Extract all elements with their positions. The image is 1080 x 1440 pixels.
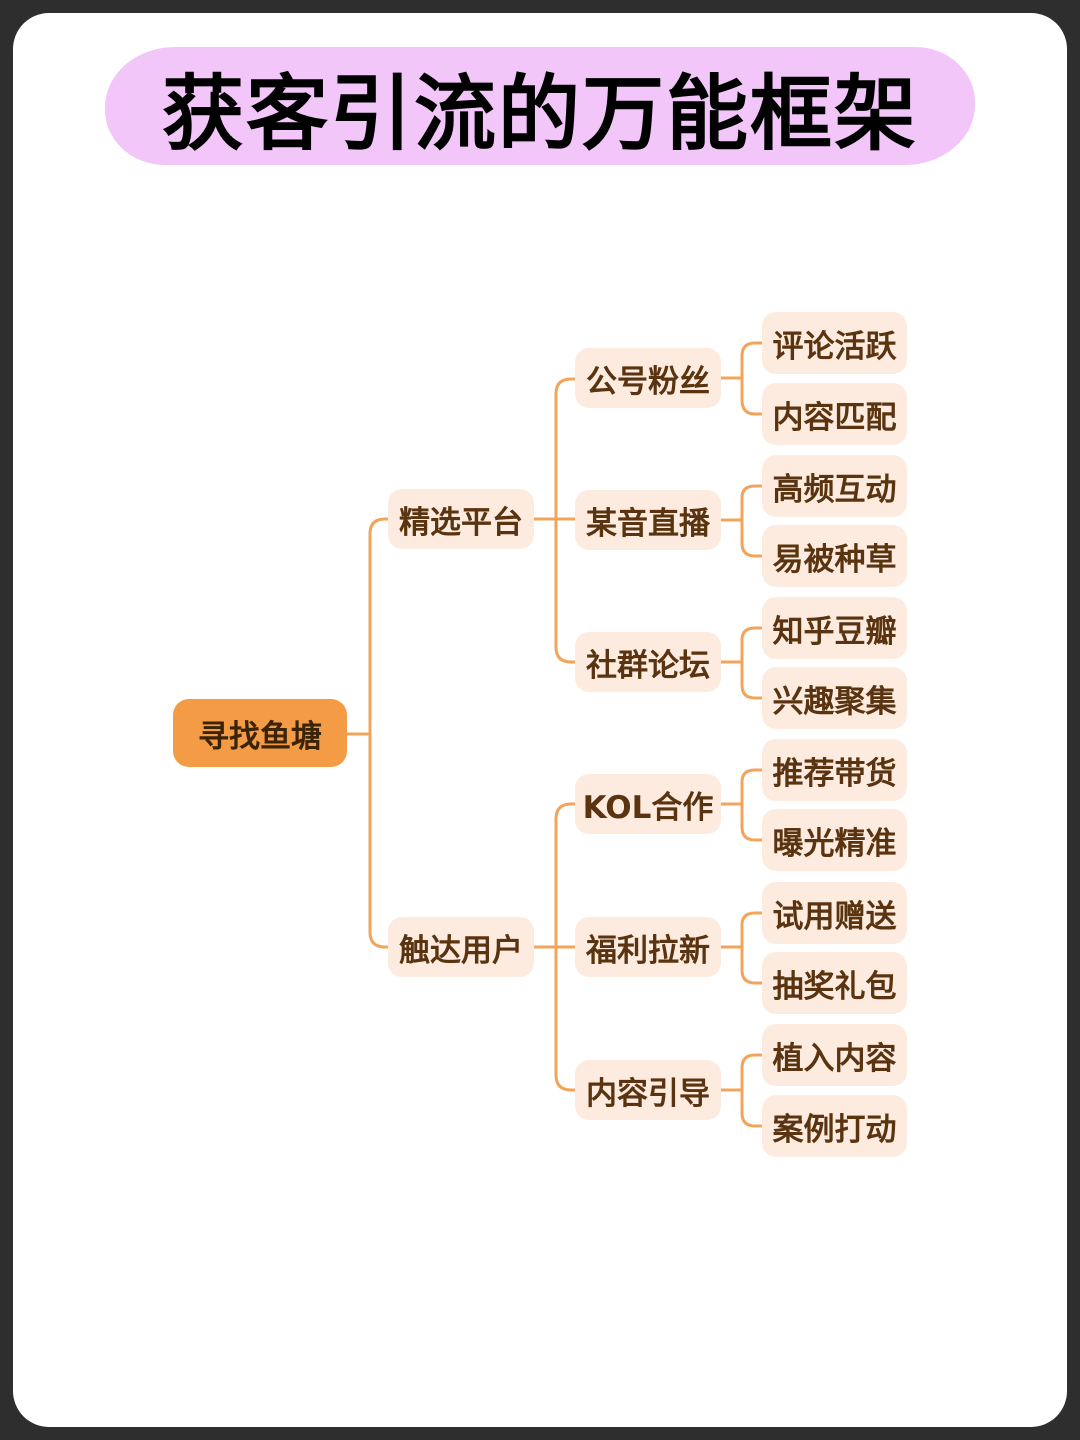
mindmap-leaf-node[interactable]: 案例打动 — [762, 1095, 907, 1157]
mindmap-leaf-node[interactable]: 曝光精准 — [762, 809, 907, 871]
mindmap-leaf-node[interactable]: 试用赠送 — [762, 882, 907, 944]
page-title: 获客引流的万能框架 — [161, 66, 918, 162]
mindmap-leaf-node[interactable]: 兴趣聚集 — [762, 667, 907, 729]
mindmap-subbranch-node[interactable]: 某音直播 — [575, 490, 721, 550]
mindmap-leaf-node[interactable]: 内容匹配 — [762, 383, 907, 445]
mindmap-subbranch-node[interactable]: 福利拉新 — [575, 917, 721, 977]
mindmap-leaf-node[interactable]: 植入内容 — [762, 1024, 907, 1086]
mindmap-leaf-node[interactable]: 评论活跃 — [762, 312, 907, 374]
mindmap-root-node[interactable]: 寻找鱼塘 — [173, 699, 347, 767]
mindmap-leaf-node[interactable]: 知乎豆瓣 — [762, 597, 907, 659]
mindmap-branch-node[interactable]: 精选平台 — [388, 489, 534, 549]
mindmap-subbranch-node[interactable]: KOL合作 — [575, 774, 721, 834]
mindmap-subbranch-node[interactable]: 公号粉丝 — [575, 348, 721, 408]
mindmap-branch-node[interactable]: 触达用户 — [388, 917, 534, 977]
title-banner: 获客引流的万能框架 — [105, 47, 975, 165]
mindmap-leaf-node[interactable]: 易被种草 — [762, 525, 907, 587]
mindmap-subbranch-node[interactable]: 内容引导 — [575, 1060, 721, 1120]
mindmap-leaf-node[interactable]: 推荐带货 — [762, 739, 907, 801]
mindmap-leaf-node[interactable]: 抽奖礼包 — [762, 952, 907, 1014]
mindmap-subbranch-node[interactable]: 社群论坛 — [575, 632, 721, 692]
mindmap-leaf-node[interactable]: 高频互动 — [762, 455, 907, 517]
title-highlight — [105, 47, 975, 165]
